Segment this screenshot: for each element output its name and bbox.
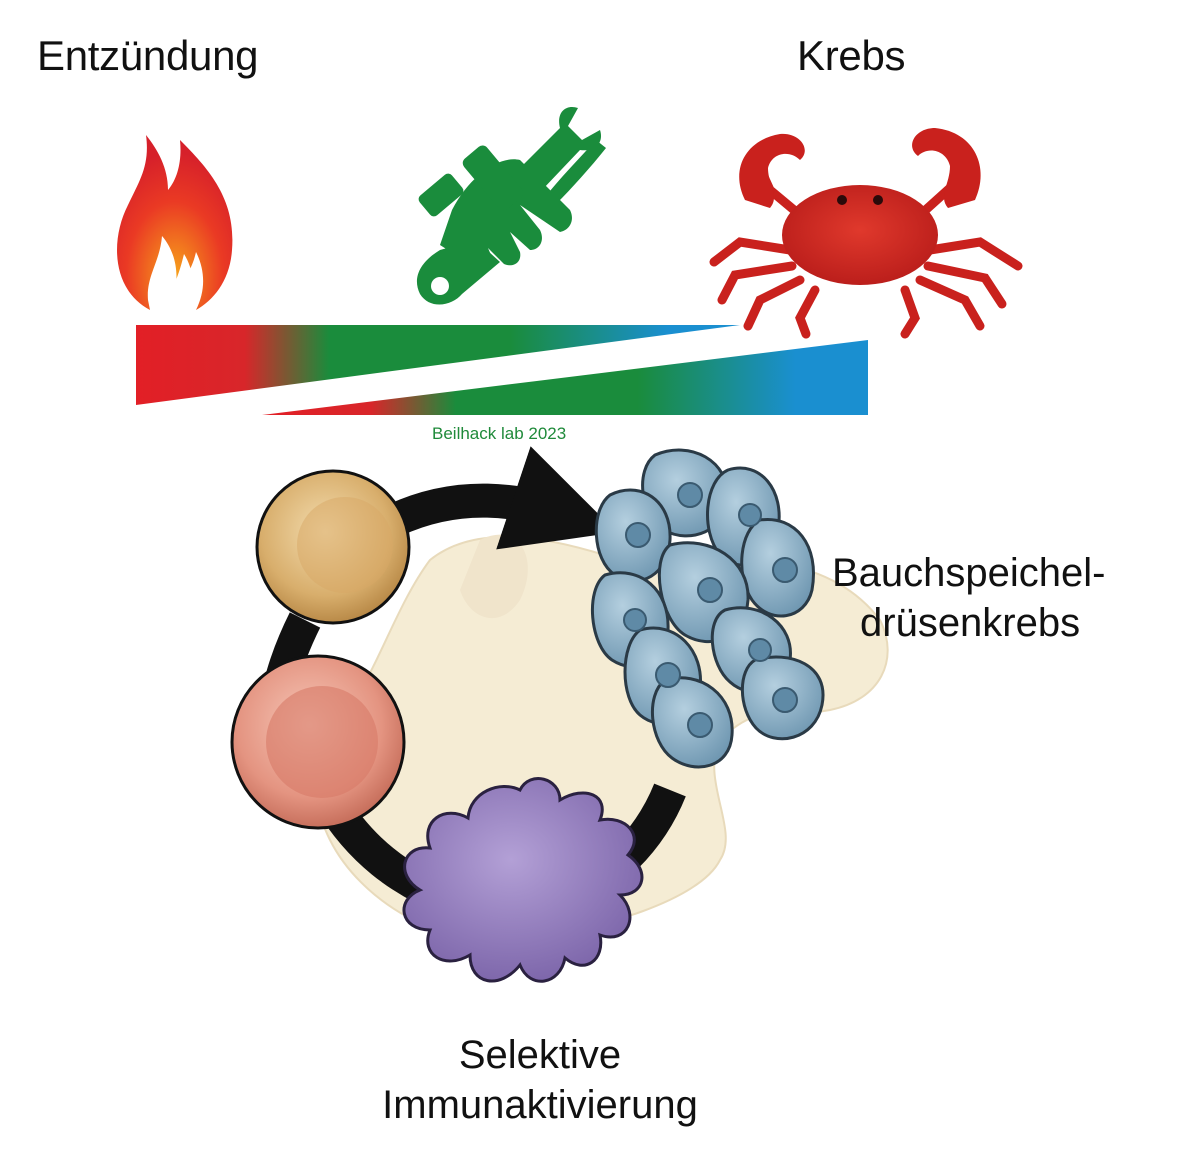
immune-activation-label: Selektive Immunaktivierung xyxy=(330,1030,750,1130)
pancreatic-cancer-label: Bauchspeichel- drüsenkrebs xyxy=(832,548,1106,648)
tumor-cell-cluster xyxy=(590,448,825,769)
repair-wrench-hand-icon xyxy=(416,106,606,305)
pancreatic-cancer-line2: drüsenkrebs xyxy=(860,601,1081,645)
gradient-bar xyxy=(136,325,868,415)
cancer-label: Krebs xyxy=(797,32,906,79)
dendritic-cell xyxy=(402,777,644,983)
credit-label: Beilhack lab 2023 xyxy=(432,424,567,443)
immune-activation-line2: Immunaktivierung xyxy=(382,1083,698,1127)
immune-cell-salmon xyxy=(230,654,406,830)
flame-icon xyxy=(117,135,233,310)
immune-cell-tan xyxy=(255,469,411,625)
immune-activation-line1: Selektive xyxy=(458,1033,622,1077)
inflammation-label: Entzündung xyxy=(37,32,259,79)
pancreatic-cancer-line1: Bauchspeichel- xyxy=(832,551,1106,595)
crab-icon xyxy=(709,128,1023,339)
